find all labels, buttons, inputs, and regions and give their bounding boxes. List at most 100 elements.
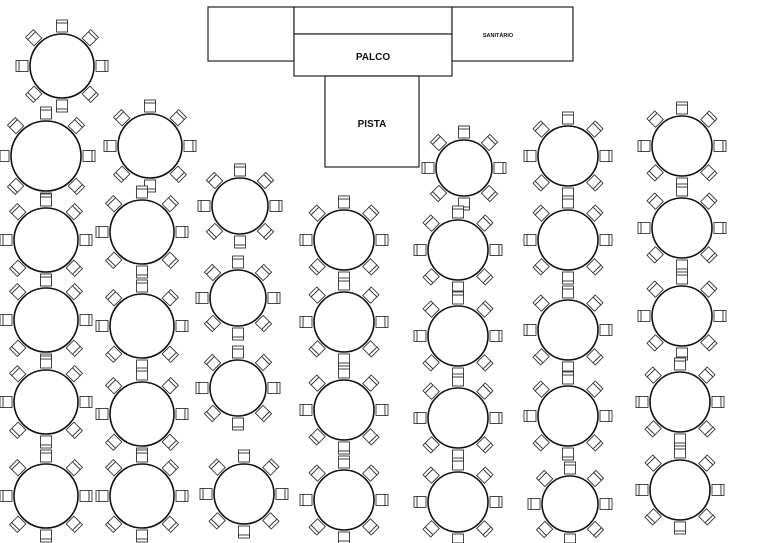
chair xyxy=(362,286,380,304)
round-table[interactable] xyxy=(527,461,613,543)
chair xyxy=(362,518,380,536)
round-table[interactable] xyxy=(103,99,197,193)
chair xyxy=(362,464,380,482)
chair xyxy=(676,101,688,115)
round-table[interactable] xyxy=(299,455,389,543)
round-table[interactable] xyxy=(299,365,389,455)
chair xyxy=(637,310,651,322)
chair xyxy=(40,529,52,543)
stage[interactable] xyxy=(293,33,453,77)
chair xyxy=(95,60,109,72)
chair xyxy=(413,244,427,256)
round-table[interactable] xyxy=(299,195,389,285)
chair xyxy=(713,310,727,322)
round-table[interactable] xyxy=(95,367,189,461)
table-top xyxy=(435,139,493,197)
round-table[interactable] xyxy=(413,291,503,381)
round-table[interactable] xyxy=(421,125,507,211)
chair xyxy=(67,177,86,196)
chair xyxy=(338,531,350,543)
chair xyxy=(161,194,180,213)
round-table[interactable] xyxy=(95,279,189,373)
chair xyxy=(208,512,226,530)
chair xyxy=(103,140,117,152)
chair xyxy=(700,164,718,182)
chair xyxy=(56,19,68,33)
chair xyxy=(375,494,389,506)
chair xyxy=(232,345,244,359)
chair xyxy=(489,330,503,342)
chair xyxy=(8,282,27,301)
round-table[interactable] xyxy=(199,449,289,539)
chair xyxy=(269,200,283,212)
chair xyxy=(79,396,93,408)
round-table[interactable] xyxy=(523,371,613,461)
chair xyxy=(256,222,275,241)
chair xyxy=(262,458,280,476)
restroom[interactable] xyxy=(451,6,574,62)
round-table[interactable] xyxy=(413,457,503,543)
chair xyxy=(476,268,494,286)
round-table[interactable] xyxy=(413,373,503,463)
chair xyxy=(8,458,27,477)
chair xyxy=(527,498,541,510)
chair xyxy=(8,364,27,383)
chair xyxy=(586,174,604,192)
round-table[interactable] xyxy=(299,277,389,367)
chair xyxy=(586,380,604,398)
chair xyxy=(82,150,96,162)
chair xyxy=(489,496,503,508)
round-table[interactable] xyxy=(0,193,93,287)
round-table[interactable] xyxy=(523,195,613,285)
round-table[interactable] xyxy=(635,357,725,447)
chair xyxy=(112,108,131,127)
round-table[interactable] xyxy=(637,271,727,361)
chair xyxy=(65,364,84,383)
chair xyxy=(40,106,52,120)
round-table[interactable] xyxy=(0,273,93,367)
round-table[interactable] xyxy=(635,445,725,535)
chair xyxy=(144,99,156,113)
chair xyxy=(713,140,727,152)
chair xyxy=(644,366,662,384)
chair xyxy=(429,184,448,203)
table-top xyxy=(537,385,599,447)
chair xyxy=(15,60,29,72)
chair xyxy=(40,273,52,287)
table-top xyxy=(10,120,82,192)
chair xyxy=(169,165,188,184)
round-table[interactable] xyxy=(637,101,727,191)
round-table[interactable] xyxy=(0,106,96,206)
chair xyxy=(644,508,662,526)
chair xyxy=(532,120,550,138)
chair xyxy=(197,200,211,212)
chair xyxy=(599,324,613,336)
round-table[interactable] xyxy=(523,111,613,201)
round-table[interactable] xyxy=(413,205,503,295)
chair xyxy=(564,461,576,475)
chair xyxy=(0,234,13,246)
chair xyxy=(676,183,688,197)
chair xyxy=(674,357,686,371)
chair xyxy=(422,354,440,372)
round-table[interactable] xyxy=(15,19,109,113)
round-table[interactable] xyxy=(195,345,281,431)
round-table[interactable] xyxy=(95,185,189,279)
chair xyxy=(413,496,427,508)
chair xyxy=(136,529,148,543)
chair xyxy=(232,327,244,341)
round-table[interactable] xyxy=(0,355,93,449)
round-table[interactable] xyxy=(637,183,727,273)
chair xyxy=(79,314,93,326)
chair xyxy=(523,410,537,422)
chair xyxy=(362,374,380,392)
round-table[interactable] xyxy=(195,255,281,341)
chair xyxy=(452,205,464,219)
round-table[interactable] xyxy=(523,285,613,375)
chair xyxy=(375,404,389,416)
round-table[interactable] xyxy=(0,449,93,543)
round-table[interactable] xyxy=(95,449,189,543)
dance-floor[interactable] xyxy=(324,75,420,168)
chair xyxy=(422,382,440,400)
round-table[interactable] xyxy=(197,163,283,249)
